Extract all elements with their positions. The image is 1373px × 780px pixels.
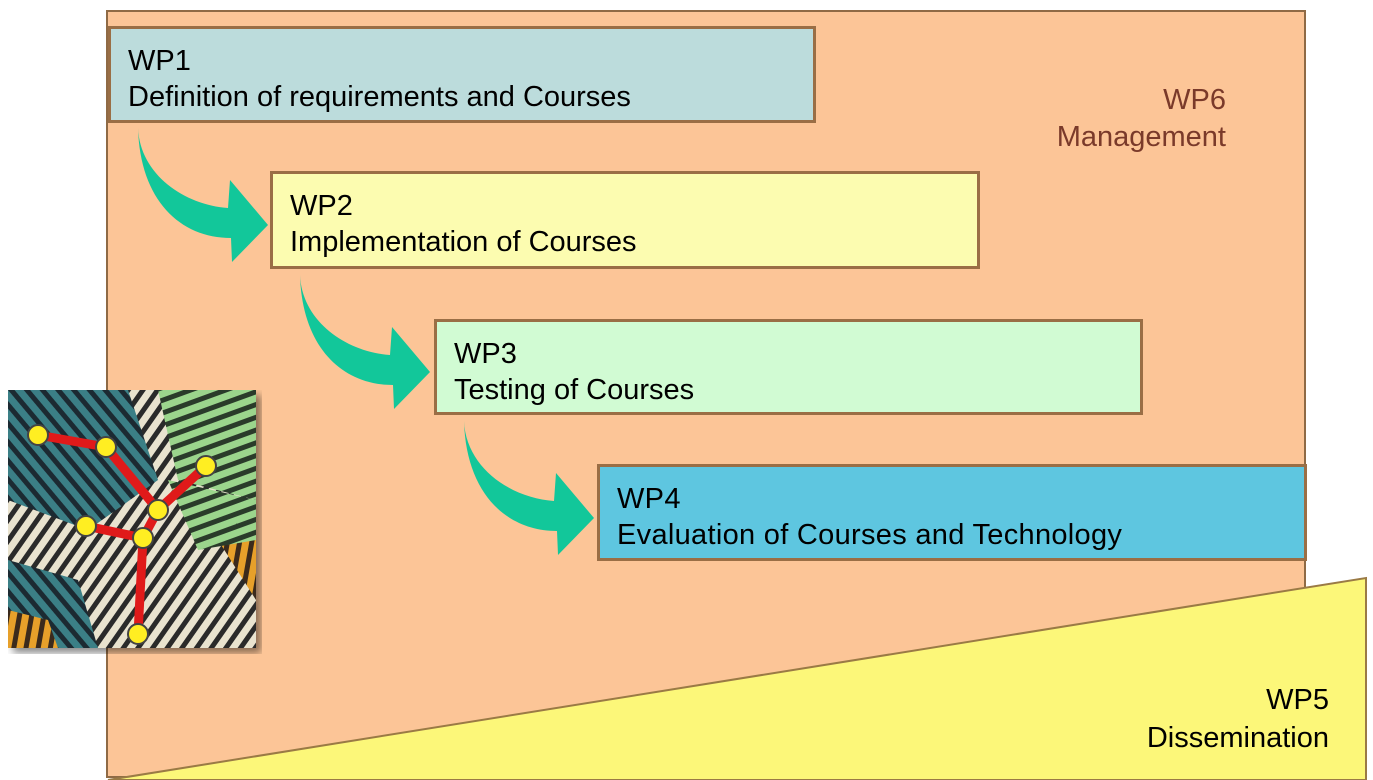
wp4-box: WP4 Evaluation of Courses and Technology bbox=[597, 464, 1307, 561]
wp1-box: WP1 Definition of requirements and Cours… bbox=[108, 26, 816, 123]
wp1-code: WP1 bbox=[128, 45, 191, 77]
wp4-name: Evaluation of Courses and Technology bbox=[617, 519, 1123, 551]
wp4-code: WP4 bbox=[617, 483, 681, 515]
wp5-code: WP5 bbox=[1266, 684, 1329, 716]
wp2-name: Implementation of Courses bbox=[290, 226, 637, 258]
wp5-label: WP5 Dissemination bbox=[1147, 681, 1329, 757]
arrow-wp3-to-wp4 bbox=[464, 421, 594, 555]
wp3-name: Testing of Courses bbox=[454, 374, 695, 406]
flow-arrows bbox=[138, 128, 594, 555]
wp3-code: WP3 bbox=[454, 338, 517, 370]
wp3-box: WP3 Testing of Courses bbox=[434, 319, 1143, 415]
wp6-name: Management bbox=[1056, 121, 1226, 153]
network-pattern-icon bbox=[8, 390, 256, 648]
wp5-name: Dissemination bbox=[1146, 722, 1329, 754]
wp2-box: WP2 Implementation of Courses bbox=[270, 171, 980, 269]
wp5-dissemination-wedge bbox=[107, 576, 1367, 780]
wp6-code: WP6 bbox=[1163, 84, 1226, 116]
arrow-wp2-to-wp3 bbox=[300, 275, 430, 409]
wp6-label: WP6 Management bbox=[1057, 82, 1226, 156]
wp2-code: WP2 bbox=[290, 190, 353, 222]
wp1-name: Definition of requirements and Courses bbox=[128, 81, 631, 113]
arrow-wp1-to-wp2 bbox=[138, 128, 268, 262]
